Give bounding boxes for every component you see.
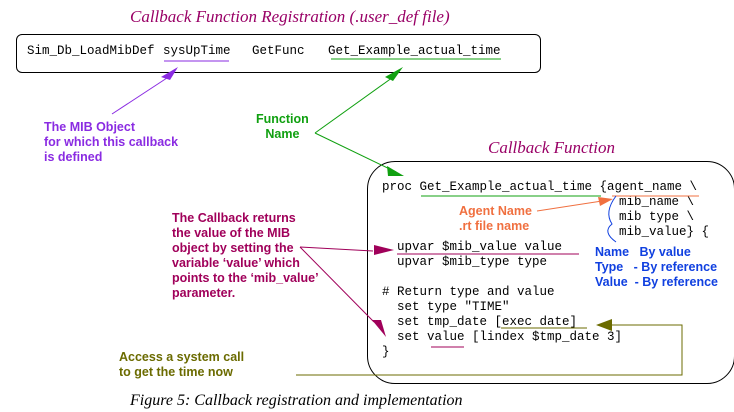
reg-token-sysuptime: sysUpTime [163,44,231,58]
reg-token-function-name: Get_Example_actual_time [328,44,501,58]
code-line-comment: # Return type and value [382,285,555,299]
arrow-system-call-line [296,324,683,376]
arrow-mib-object-head [161,67,178,80]
arrow-function-name-down-line [314,132,397,173]
code-line-mib-name: mib_name \ [619,195,695,209]
arrow-function-name-up-head [385,67,403,81]
registration-title: Callback Function Registration (.user_de… [130,7,450,26]
arrow-set-value-head [372,320,386,337]
arrow-agent-name-line [536,200,603,212]
annotation-mib-object: The MIB Object for which this callback i… [44,120,179,164]
reg-token-getfunc: GetFunc [252,44,305,58]
annotation-passing-name: Name By value [595,245,691,259]
code-line-set-value: set value [lindex $tmp_date 3] [397,330,623,344]
annotation-callback-returns: The Callback returns the value of the MI… [172,211,319,300]
arrow-set-value-line [299,246,375,323]
arrow-function-name-up-line [314,74,397,134]
annotation-passing-value: Value - By reference [595,275,718,289]
callback-box [367,161,734,384]
arrow-callback-returns-line [299,246,374,252]
code-line-proc: proc Get_Example_actual_time {agent_name… [382,180,698,194]
annotation-passing-type: Type - By reference [595,260,718,274]
code-line-close-brace: } [382,345,390,359]
code-line-mib-value: mib_value} { [619,225,710,239]
registration-box [16,34,541,73]
arrow-agent-name-head [598,197,613,206]
annotation-function-name: Function Name [256,112,309,141]
arrow-system-call-head [596,319,612,331]
arrow-mib-object-line [111,75,171,115]
code-line-set-type: set type "TIME" [397,300,510,314]
code-line-upvar-type: upvar $mib_type type [397,255,548,269]
arrow-callback-returns-head [374,245,394,255]
code-line-upvar-value: upvar $mib_value value [397,240,563,254]
reg-token-loadmibdef: Sim_Db_LoadMibDef [27,44,155,58]
figure-caption: Figure 5: Callback registration and impl… [130,392,463,409]
annotation-system-call: Access a system call to get the time now [119,350,245,379]
annotation-agent-name: Agent Name .rt file name [459,204,532,233]
code-line-mib-type: mib type \ [619,210,695,224]
code-line-set-tmp-date: set tmp_date [exec date] [397,315,578,329]
arrow-function-name-down-head [387,166,404,176]
brace-parameters [607,195,617,243]
callback-title: Callback Function [488,138,616,157]
